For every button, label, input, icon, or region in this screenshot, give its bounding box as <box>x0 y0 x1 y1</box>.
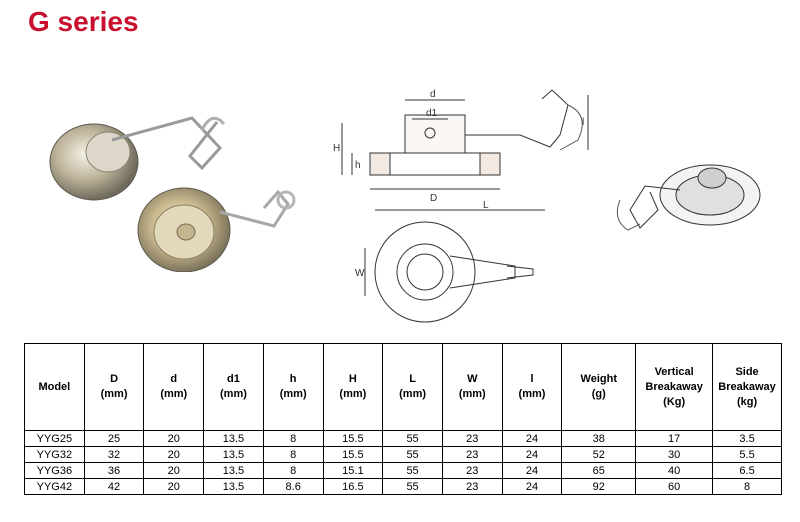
table-cell: 20 <box>143 462 205 479</box>
top-view-drawing: L W <box>355 200 545 323</box>
table-cell: 16.5 <box>322 478 384 495</box>
table-cell: 13.5 <box>203 430 264 447</box>
table-cell: 60 <box>635 478 714 495</box>
table-cell: 3.5 <box>712 430 782 447</box>
table-row: YYG32 32 20 13.5 8 15.5 55 23 24 52 30 5… <box>24 446 782 463</box>
table-cell: 24 <box>501 446 563 463</box>
table-cell: 13.5 <box>203 478 264 495</box>
table-cell: 15.5 <box>322 446 384 463</box>
table-cell: 55 <box>382 478 443 495</box>
table-cell: 40 <box>635 462 714 479</box>
spec-table: Model D (mm) d (mm) d1 (mm) h (mm) H (mm… <box>24 343 782 495</box>
table-cell: 23 <box>441 462 503 479</box>
isometric-drawing <box>616 164 761 231</box>
dim-label-L: L <box>483 200 489 211</box>
table-cell: 5.5 <box>712 446 782 463</box>
table-cell: 15.5 <box>322 430 384 447</box>
table-cell: 20 <box>143 446 205 463</box>
table-cell: YYG32 <box>24 446 85 463</box>
header-d: d (mm) <box>143 343 205 431</box>
table-cell: 52 <box>561 446 637 463</box>
header-side-breakaway: Side Breakaway (kg) <box>712 343 782 431</box>
dim-label-H: H <box>333 143 340 154</box>
table-cell: YYG42 <box>24 478 85 495</box>
table-cell: 13.5 <box>203 462 264 479</box>
table-cell: 15.1 <box>322 462 384 479</box>
table-cell: 23 <box>441 446 503 463</box>
product-photo <box>49 116 296 272</box>
table-row: YYG36 36 20 13.5 8 15.1 55 23 24 65 40 6… <box>24 462 782 479</box>
table-cell: 65 <box>561 462 637 479</box>
header-h: h (mm) <box>262 343 324 431</box>
table-cell: 25 <box>83 430 145 447</box>
table-cell: 8 <box>262 430 324 447</box>
header-W: W (mm) <box>441 343 503 431</box>
header-l: l (mm) <box>501 343 563 431</box>
table-cell: 24 <box>501 430 563 447</box>
dim-label-D: D <box>430 193 437 204</box>
table-cell: 20 <box>143 478 205 495</box>
header-D: D (mm) <box>83 343 145 431</box>
header-vertical-breakaway: Vertical Breakaway (Kg) <box>635 343 714 431</box>
header-H: H (mm) <box>322 343 384 431</box>
dim-label-d: d <box>430 89 436 100</box>
table-cell: 8 <box>712 478 782 495</box>
page-title: G series <box>28 6 139 37</box>
table-cell: 38 <box>561 430 637 447</box>
table-row: YYG25 25 20 13.5 8 15.5 55 23 24 38 17 3… <box>24 430 782 447</box>
dim-label-h: h <box>355 160 361 171</box>
table-cell: 55 <box>382 430 443 447</box>
table-cell: 36 <box>83 462 145 479</box>
table-cell: 42 <box>83 478 145 495</box>
table-cell: 13.5 <box>203 446 264 463</box>
table-cell: 23 <box>441 430 503 447</box>
dim-label-l: l <box>582 117 584 128</box>
table-cell: 6.5 <box>712 462 782 479</box>
table-cell: 24 <box>501 478 563 495</box>
table-row: YYG42 42 20 13.5 8.6 16.5 55 23 24 92 60… <box>24 478 782 495</box>
table-cell: YYG25 <box>24 430 85 447</box>
table-cell: 55 <box>382 462 443 479</box>
table-cell: 55 <box>382 446 443 463</box>
table-cell: 8 <box>262 446 324 463</box>
table-cell: 32 <box>83 446 145 463</box>
header-d1: d1 (mm) <box>203 343 264 431</box>
table-cell: 8.6 <box>262 478 324 495</box>
header-weight: Weight (g) <box>561 343 637 431</box>
table-cell: 23 <box>441 478 503 495</box>
table-cell: 17 <box>635 430 714 447</box>
table-header-row: Model D (mm) d (mm) d1 (mm) h (mm) H (mm… <box>24 343 782 431</box>
table-cell: 92 <box>561 478 637 495</box>
header-L: L (mm) <box>382 343 443 431</box>
header-model: Model <box>24 343 85 431</box>
table-cell: 24 <box>501 462 563 479</box>
table-cell: 30 <box>635 446 714 463</box>
dim-label-d1: d1 <box>426 108 438 119</box>
table-cell: 8 <box>262 462 324 479</box>
table-cell: YYG36 <box>24 462 85 479</box>
table-cell: 20 <box>143 430 205 447</box>
side-view-drawing: d d1 H h D l <box>333 89 589 204</box>
dim-label-W: W <box>355 268 365 279</box>
